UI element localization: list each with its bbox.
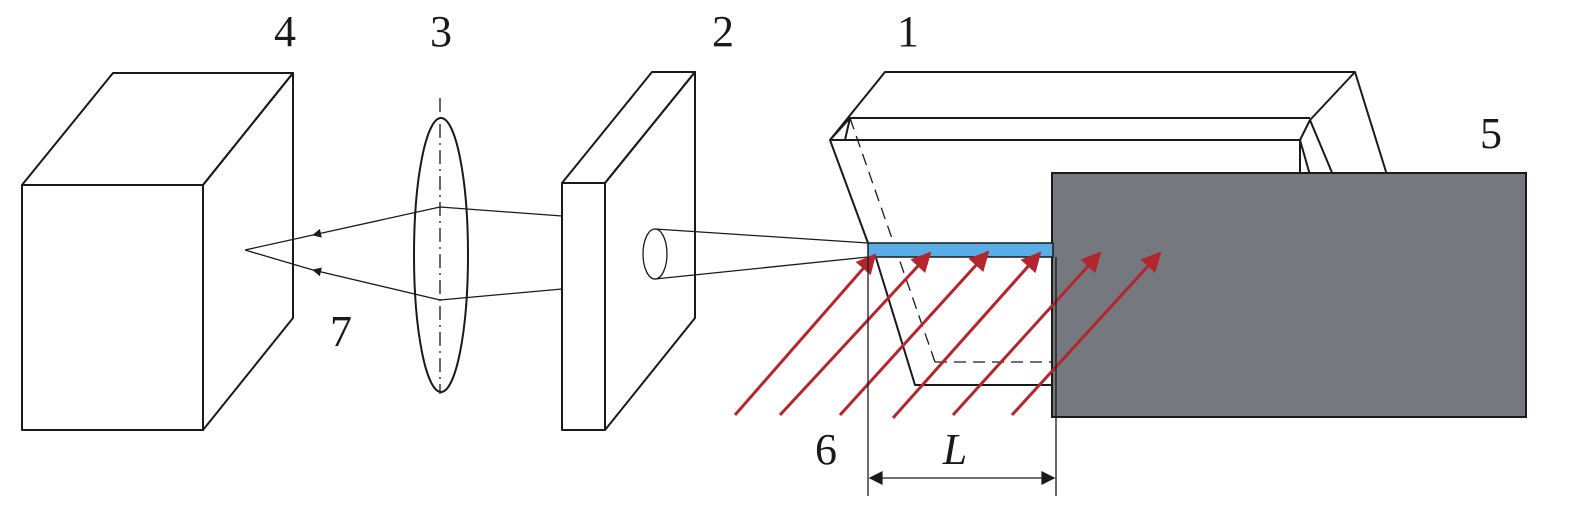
incident-ray [951, 251, 1102, 417]
incident-ray [838, 250, 990, 417]
incident-rays [733, 250, 1162, 419]
lens [413, 98, 469, 394]
light-cone [642, 228, 869, 280]
incident-ray [1010, 251, 1162, 417]
label-3: 3 [430, 7, 452, 56]
camera-box [21, 72, 294, 431]
incident-ray [778, 251, 932, 417]
length-dimension [867, 257, 1057, 496]
incident-ray [733, 253, 877, 416]
label-2: 2 [712, 7, 734, 56]
label-5: 5 [1480, 109, 1502, 158]
filter-plate [561, 71, 696, 431]
label-7: 7 [330, 307, 352, 356]
dark-block [1051, 172, 1527, 418]
emitting-strip [867, 242, 1054, 258]
incident-ray [891, 251, 1042, 419]
label-4: 4 [274, 7, 296, 56]
label-6: 6 [815, 425, 837, 474]
label-1: 1 [897, 7, 919, 56]
label-length: L [942, 425, 967, 474]
imaging-rays [244, 206, 563, 301]
